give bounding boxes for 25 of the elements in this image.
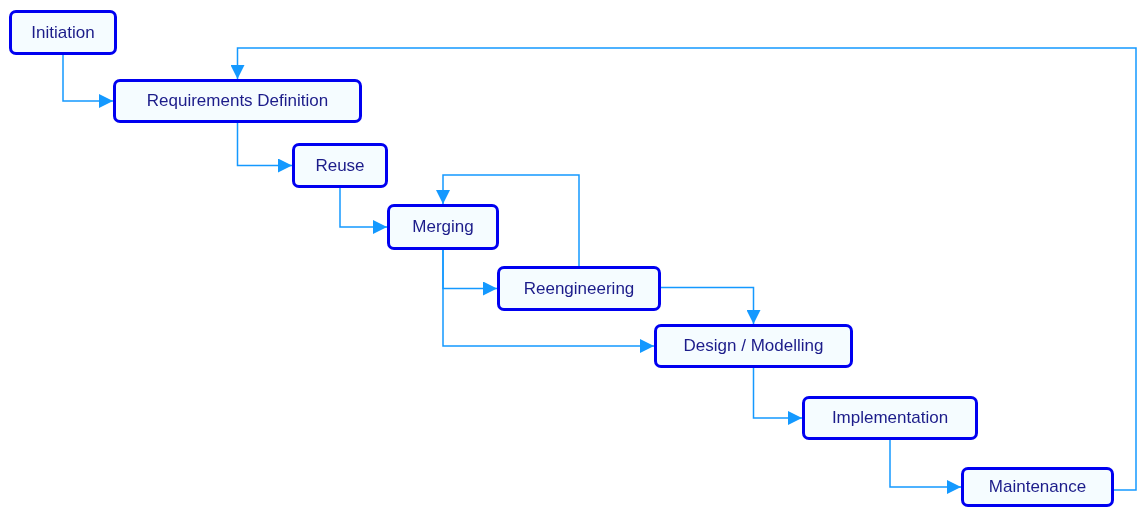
arrow — [660, 286, 761, 325]
step-label: Design / Modelling — [683, 336, 824, 356]
arrow — [62, 54, 114, 108]
arrow — [236, 122, 293, 173]
arrow — [339, 187, 388, 234]
process-box — [961, 467, 1114, 507]
step-label: Merging — [412, 217, 474, 237]
step-label: Initiation — [31, 22, 95, 43]
step-label: Implementation — [831, 408, 949, 428]
step-label: Maintenance — [988, 477, 1087, 497]
arrow — [436, 174, 580, 267]
process-box — [802, 396, 978, 440]
arrow — [889, 439, 962, 494]
arrow — [442, 249, 655, 353]
process-box — [497, 266, 661, 311]
step-label: Reengineering — [523, 278, 635, 299]
process-box — [9, 10, 117, 55]
process-box — [113, 79, 362, 123]
arrow — [752, 367, 803, 425]
arrow — [230, 47, 1137, 491]
process-box — [387, 204, 499, 250]
process-box — [292, 143, 388, 188]
step-label: Requirements Definition — [146, 91, 329, 111]
step-label: Reuse — [315, 155, 365, 176]
process-box — [654, 324, 853, 368]
